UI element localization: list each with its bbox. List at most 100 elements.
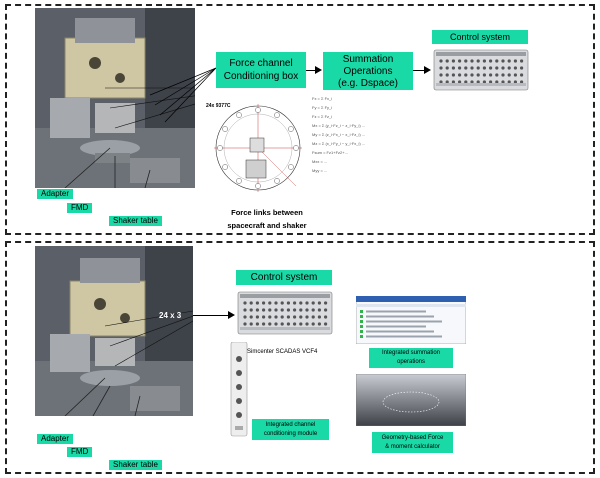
integrated-summation-label: Integrated summation operations [369, 348, 453, 368]
connector-port [299, 315, 303, 319]
connector-port [305, 308, 309, 312]
connector-port [324, 322, 328, 326]
connector-port [249, 322, 253, 326]
connector-port [311, 322, 315, 326]
connector-port [293, 322, 297, 326]
connector-port [451, 66, 455, 70]
connector-port [286, 301, 290, 305]
connector-port [280, 308, 284, 312]
shaker-table-label-bottom: Shaker table [109, 460, 162, 470]
geometry-calculator-line1: Geometry-based Force [381, 435, 444, 441]
connector-port [482, 59, 486, 63]
force-channel-line2: Conditioning box [223, 71, 299, 82]
connector-port [489, 66, 493, 70]
arrow-3-head [228, 311, 235, 319]
force-channel-conditioning-box: Force channel Conditioning box [216, 52, 306, 88]
connector-port [305, 301, 309, 305]
connector-port [324, 315, 328, 319]
arrow-2-line [413, 70, 427, 71]
connector-port [243, 308, 247, 312]
force-channel-line1: Force channel [229, 58, 293, 69]
equation-line: My = Σ (z_i·Fx_i − x_i·Fz_i) ... [312, 132, 366, 137]
connector-port [268, 301, 272, 305]
connector-port [280, 301, 284, 305]
equation-line: Fz = Σ Fz_i [312, 114, 333, 119]
equation-line: Fx = Σ Fx_i [312, 96, 333, 101]
connector-port [501, 73, 505, 77]
connector-port [520, 59, 524, 63]
connector-port [262, 308, 266, 312]
connector-port [476, 59, 480, 63]
connector-port [317, 301, 321, 305]
row-text [366, 335, 442, 338]
force-link-sensor [255, 107, 261, 113]
equation-line: Mz = Σ (x_i·Fy_i − y_i·Fx_i) ... [312, 141, 366, 146]
connector-port [520, 73, 524, 77]
force-links-line2: spacecraft and shaker [227, 221, 307, 230]
connector-port [249, 308, 253, 312]
equation-line: Mx = Σ (y_i·Fz_i − z_i·Fy_i) ... [312, 123, 366, 128]
connector-port [464, 73, 468, 77]
force-link-sensor [236, 112, 242, 118]
connector-port [274, 315, 278, 319]
connector-port [507, 59, 511, 63]
arrow-1-head [315, 66, 322, 74]
integrated-conditioning-line2: conditioning module [263, 431, 318, 437]
geometry-calculator-label: Geometry-based Force & moment calculator [372, 432, 453, 453]
connector-port [464, 66, 468, 70]
control-system-device-bottom [237, 291, 333, 335]
connector-port [255, 322, 259, 326]
geometry-calculator-screenshot [356, 374, 466, 426]
force-link-sensor [288, 164, 294, 170]
force-link-sensor [217, 145, 223, 151]
connector-port [243, 315, 247, 319]
connector-port [317, 308, 321, 312]
connector-port [311, 315, 315, 319]
status-indicator [360, 330, 363, 333]
connector-port [520, 66, 524, 70]
channel-count-label: 24 x 3 [159, 311, 182, 320]
connector-port [445, 73, 449, 77]
connector-port [305, 315, 309, 319]
control-system-device-top [433, 49, 529, 91]
connector-port [482, 66, 486, 70]
connector-port [501, 80, 505, 84]
shaker-table-label-top: Shaker table [109, 216, 162, 226]
summation-operations-box: Summation Operations (e.g. Dspace) [323, 52, 413, 90]
equation-line: Fy = Σ Fy_i [312, 105, 333, 110]
connector-port [458, 59, 462, 63]
connector-port [274, 301, 278, 305]
scadas-module-name: Simcenter SCADAS VCF4 [247, 349, 318, 355]
connector-port [451, 80, 455, 84]
top-panel [5, 4, 595, 235]
connector-port [482, 80, 486, 84]
connector-port [458, 66, 462, 70]
connector-port [476, 66, 480, 70]
force-links-line1: Force links between [231, 208, 303, 217]
force-link-sensor [236, 178, 242, 184]
connector-port [286, 308, 290, 312]
connector-port [286, 315, 290, 319]
sensor-id-label: 24x 9377C [206, 103, 231, 109]
connector-port [458, 73, 462, 77]
connector-port [293, 308, 297, 312]
connector-port [507, 73, 511, 77]
integrated-summation-line2: operations [396, 359, 426, 365]
connector-port [470, 66, 474, 70]
connector-port [495, 59, 499, 63]
connector-port [324, 308, 328, 312]
force-links-caption: Force links between spacecraft and shake… [212, 206, 322, 232]
connector-port [513, 73, 517, 77]
force-link-sensor [255, 183, 261, 189]
connector-port [293, 301, 297, 305]
connector-port [274, 308, 278, 312]
fmd-label-bottom: FMD [67, 447, 93, 457]
connector-port [520, 80, 524, 84]
connector-port [513, 59, 517, 63]
spacecraft-illustration [35, 8, 195, 188]
scadas-module-device [230, 342, 248, 437]
connector-port [513, 66, 517, 70]
connector-port [317, 322, 321, 326]
row-text [366, 310, 426, 313]
connector-port [464, 80, 468, 84]
